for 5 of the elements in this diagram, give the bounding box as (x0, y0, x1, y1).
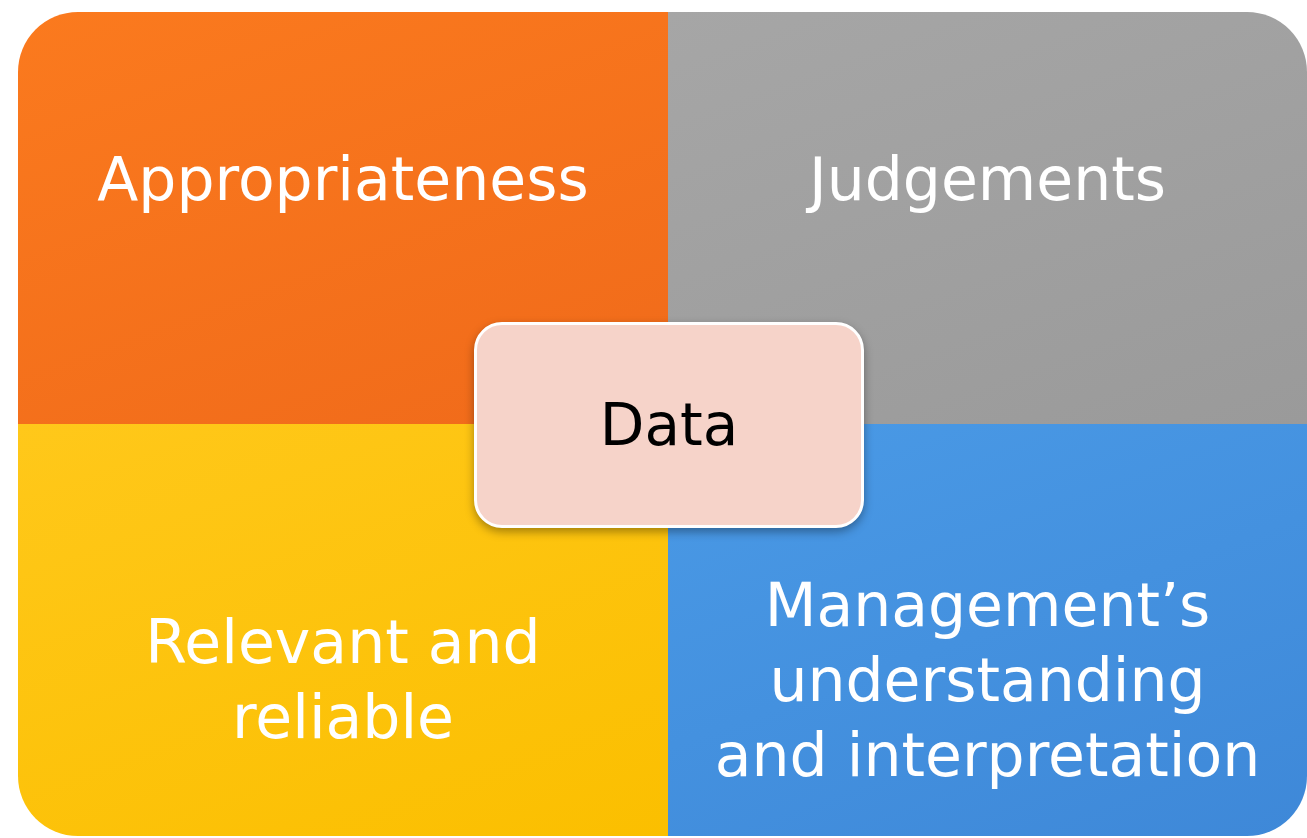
quadrant-label: Management’s understanding and interpretation (713, 568, 1262, 792)
quadrant-label: Relevant and reliable (144, 606, 542, 754)
center-box (474, 322, 864, 528)
quadrant-label: Appropriateness (97, 143, 589, 216)
center-label: Data (599, 391, 739, 459)
